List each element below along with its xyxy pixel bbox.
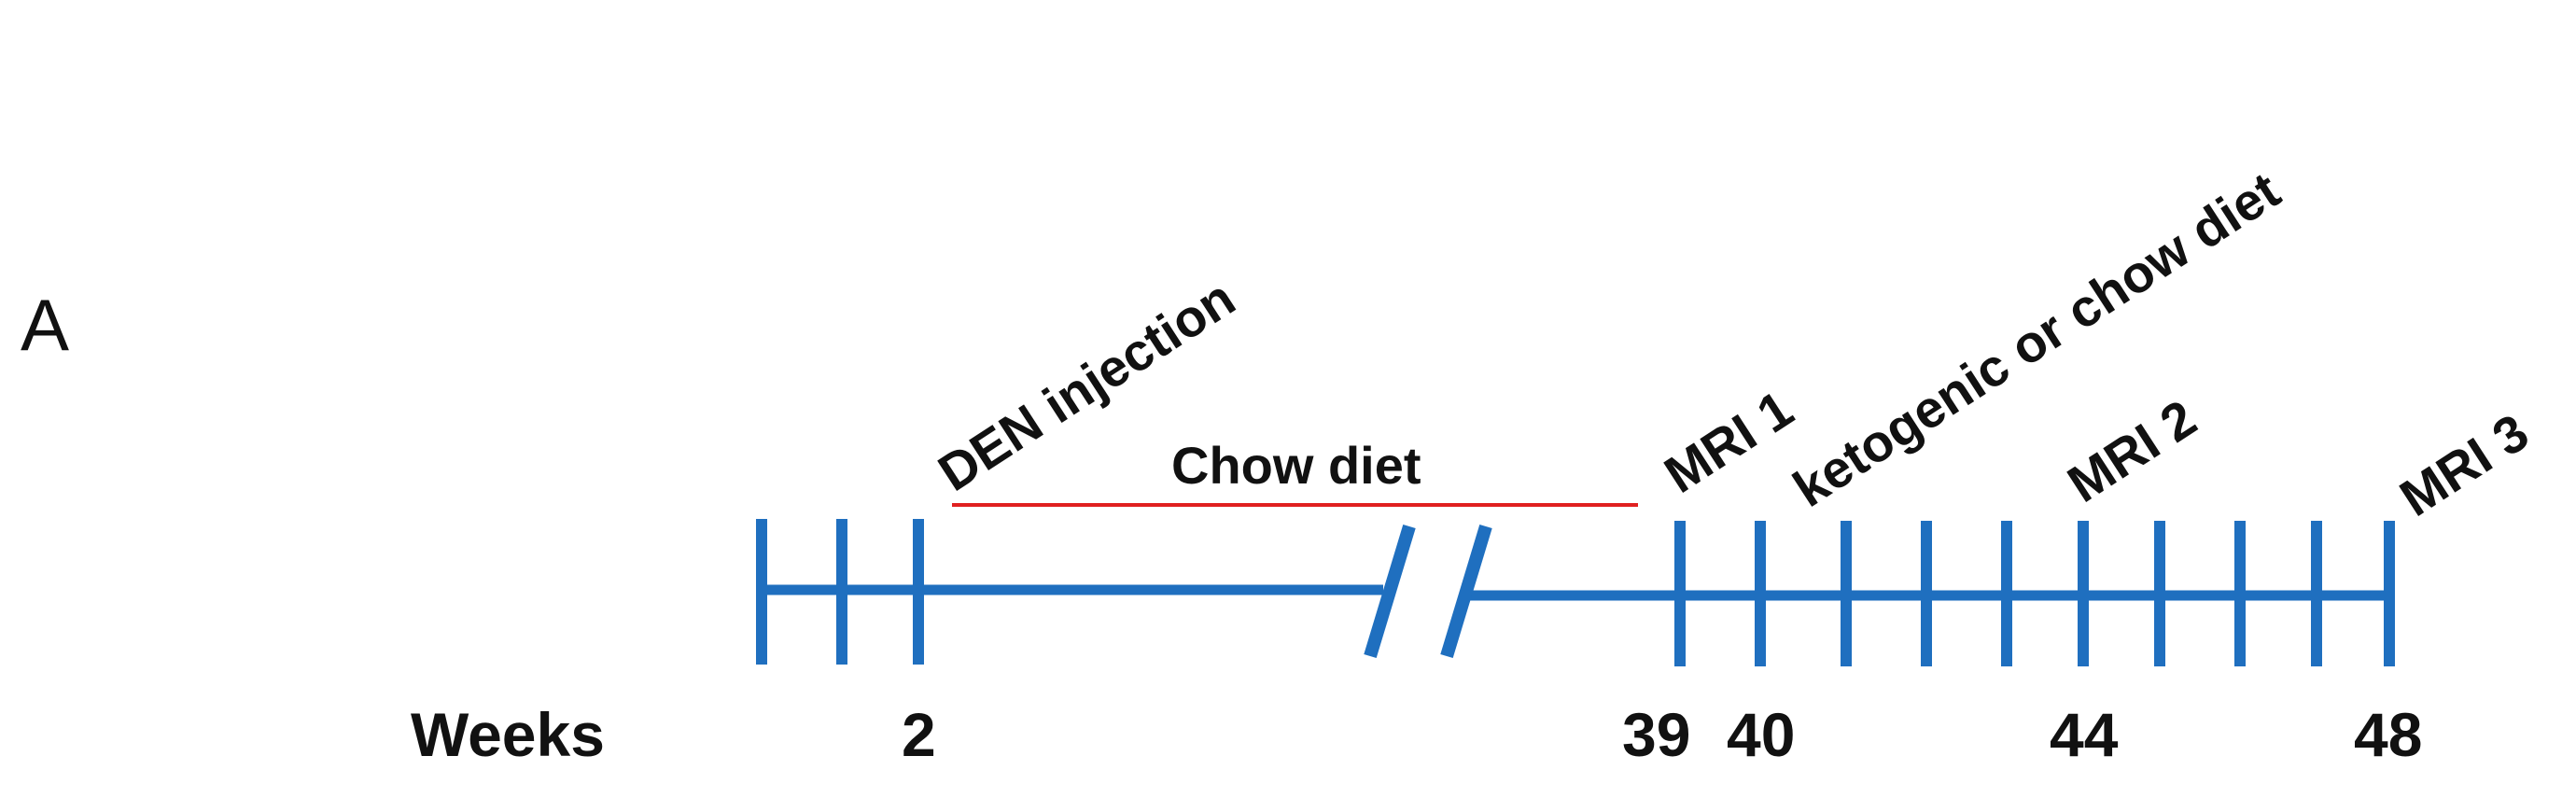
axis-break-mark-2 [1440, 524, 1492, 659]
week-label-48: 48 [2354, 700, 2422, 769]
panel-label: A [21, 284, 69, 366]
week-label-40: 40 [1727, 700, 1795, 769]
event-label-mri-3: MRI 3 [2389, 402, 2539, 527]
week-label-39: 39 [1622, 700, 1690, 769]
week-label-44: 44 [2050, 700, 2119, 769]
chow-diet-label: Chow diet [1171, 436, 1421, 495]
event-label-diet-switch: ketogenic or chow diet [1783, 161, 2289, 518]
event-label-mri-2: MRI 2 [2057, 388, 2206, 513]
axis-break-mark-1 [1364, 524, 1416, 659]
week-label-2: 2 [902, 700, 936, 769]
axis-unit-label: Weeks [411, 700, 605, 769]
event-label-mri-1: MRI 1 [1654, 379, 1803, 504]
